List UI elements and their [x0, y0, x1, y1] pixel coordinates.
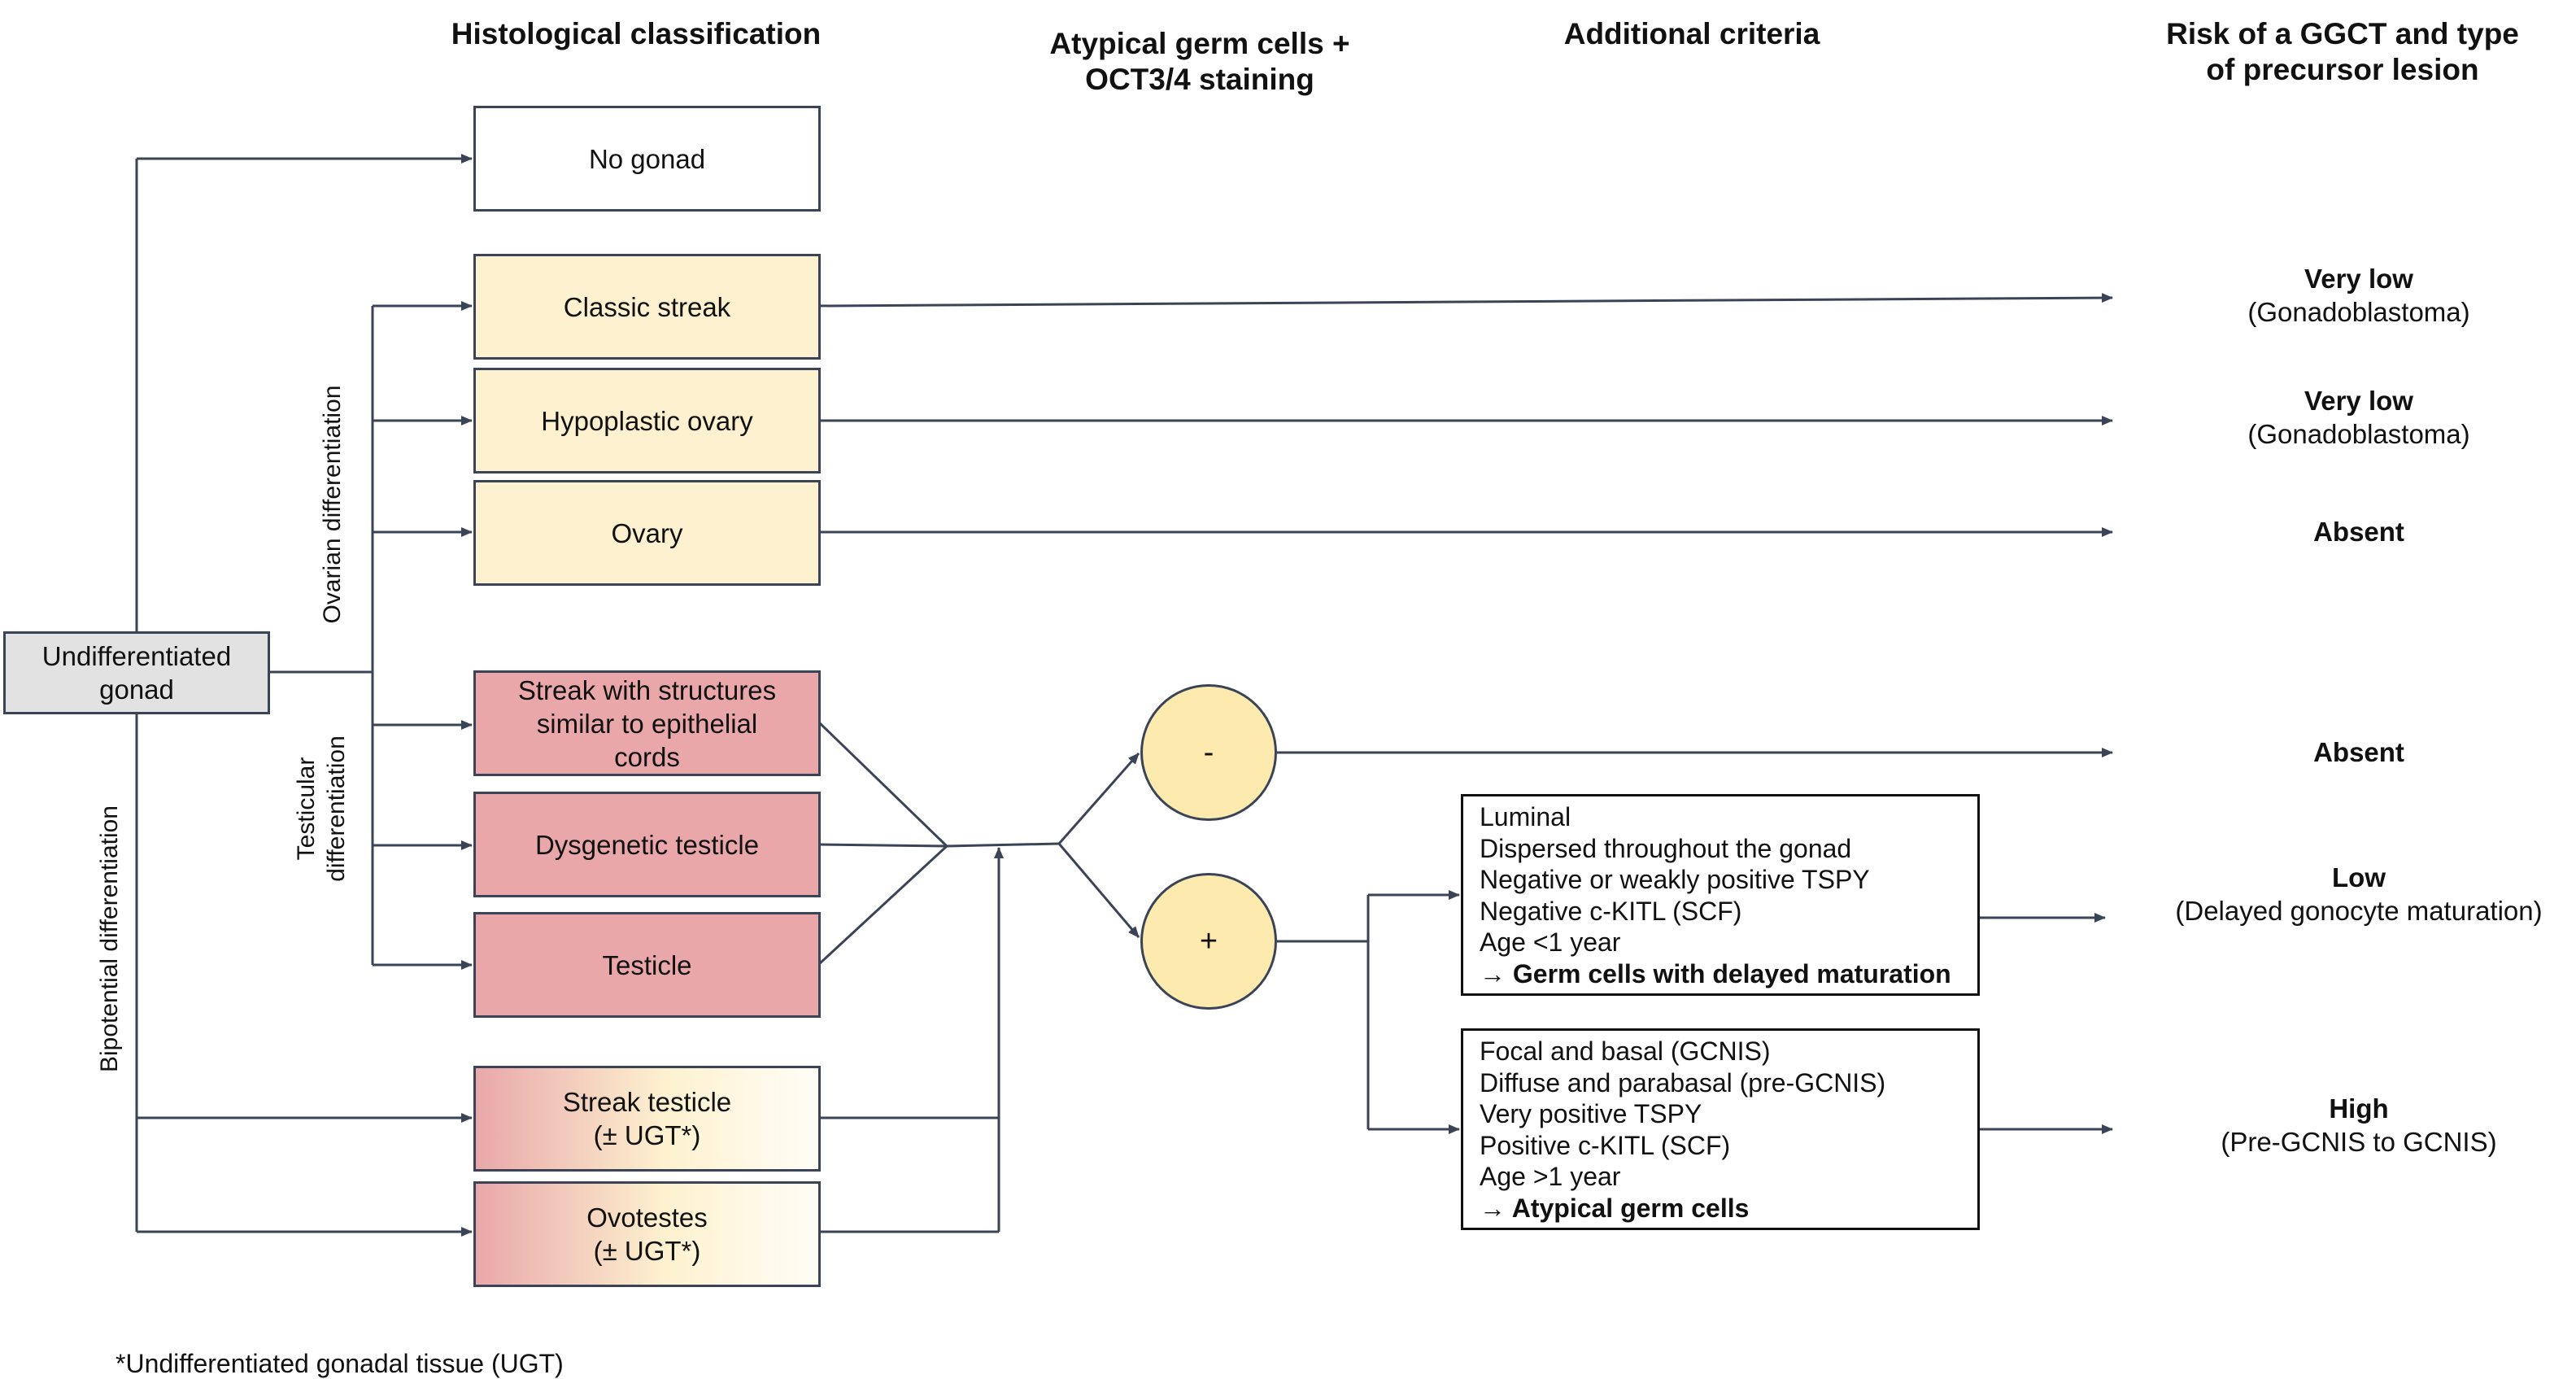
bipotential-label-text: Bipotential differentiation: [96, 805, 123, 1073]
ovotestes-line1: Ovotestes: [586, 1202, 708, 1233]
risk-detail: (Gonadoblastoma): [2247, 297, 2470, 327]
streak-testicle-line1: Streak testicle: [562, 1087, 732, 1117]
risk-hypoplastic-ovary: Very low (Gonadoblastoma): [2164, 384, 2554, 451]
criteria-high-line: Positive c-KITL (SCF): [1480, 1130, 1731, 1160]
criteria-low-line: Negative c-KITL (SCF): [1480, 896, 1742, 926]
streak-structures-line3: cords: [614, 741, 680, 772]
header-additional-text: Additional criteria: [1563, 17, 1820, 50]
risk-classic-streak: Very low (Gonadoblastoma): [2164, 262, 2554, 329]
testicle-text: Testicle: [602, 949, 692, 980]
testicular-label-line2: differentiation: [323, 735, 350, 882]
testicle-box: Testicle: [473, 912, 821, 1018]
criteria-low-line: Luminal: [1480, 802, 1571, 831]
header-atypical-line1: Atypical germ cells +: [1049, 27, 1350, 60]
criteria-high-line: Very positive TSPY: [1480, 1099, 1702, 1128]
criteria-low-line: Dispersed throughout the gonad: [1480, 833, 1852, 863]
risk-negative: Absent: [2164, 735, 2554, 769]
ovotestes-box: Ovotestes (± UGT*): [473, 1181, 821, 1287]
undifferentiated-gonad-box: Undifferentiated gonad: [3, 631, 270, 714]
criteria-high-box: Focal and basal (GCNIS) Diffuse and para…: [1461, 1028, 1980, 1230]
arrow-to-positive: [1057, 843, 1140, 938]
risk-level: Absent: [2313, 517, 2404, 547]
merge-to-split-line: [946, 842, 1060, 848]
criteria-low-box: Luminal Dispersed throughout the gonad N…: [1461, 794, 1980, 996]
criteria-high-conclusion: → Atypical germ cells: [1480, 1193, 1750, 1223]
streak-testicle-box: Streak testicle (± UGT*): [473, 1066, 821, 1172]
risk-detail: (Gonadoblastoma): [2247, 419, 2470, 449]
risk-ovary: Absent: [2164, 515, 2554, 548]
staining-positive-circle: +: [1140, 873, 1277, 1010]
staining-positive-text: +: [1199, 923, 1218, 958]
header-risk-line1: Risk of a GGCT and type: [2166, 17, 2519, 50]
criteria-high-line: Focal and basal (GCNIS): [1480, 1036, 1771, 1066]
risk-detail: (Delayed gonocyte maturation): [2175, 896, 2543, 926]
risk-level: Very low: [2304, 264, 2413, 294]
classic-streak-box: Classic streak: [473, 254, 821, 360]
risk-level: Low: [2332, 862, 2386, 892]
header-risk: Risk of a GGCT and type of precursor les…: [2115, 16, 2570, 88]
testicular-differentiation-label: Testicular differentiation: [291, 727, 351, 890]
streak-structures-box: Streak with structures similar to epithe…: [473, 670, 821, 776]
risk-level: Absent: [2313, 737, 2404, 767]
dysgenetic-testicle-box: Dysgenetic testicle: [473, 792, 821, 897]
merge-line-dysgenetic: [818, 843, 948, 848]
arrow-classic-to-risk: [818, 293, 2113, 308]
criteria-low-line: Negative or weakly positive TSPY: [1480, 865, 1870, 894]
streak-structures-line1: Streak with structures: [517, 674, 777, 705]
hypoplastic-ovary-box: Hypoplastic ovary: [473, 368, 821, 473]
no-gonad-box: No gonad: [473, 106, 821, 212]
header-histological: Histological classification: [445, 16, 827, 52]
merge-line-testicle: [817, 844, 948, 966]
header-atypical-line2: OCT3/4 staining: [1085, 63, 1314, 96]
staining-negative-text: -: [1203, 735, 1214, 770]
header-histological-text: Histological classification: [451, 17, 822, 50]
risk-high: High (Pre-GCNIS to GCNIS): [2164, 1092, 2554, 1159]
risk-level: Very low: [2304, 386, 2413, 416]
ovary-box: Ovary: [473, 480, 821, 586]
dysgenetic-testicle-text: Dysgenetic testicle: [534, 829, 760, 860]
criteria-high-line: Diffuse and parabasal (pre-GCNIS): [1480, 1067, 1886, 1098]
criteria-low-line: Age <1 year: [1480, 927, 1621, 957]
risk-low: Low (Delayed gonocyte maturation): [2147, 861, 2570, 927]
origin-line1: Undifferentiated: [41, 641, 232, 671]
origin-line2: gonad: [99, 674, 174, 705]
ovotestes-line2: (± UGT*): [593, 1236, 701, 1266]
staining-negative-circle: -: [1140, 684, 1277, 821]
merge-line-streak: [817, 721, 948, 848]
streak-structures-line2: similar to epithelial: [536, 708, 758, 739]
risk-detail: (Pre-GCNIS to GCNIS): [2221, 1127, 2497, 1157]
footnote: *Undifferentiated gonadal tissue (UGT): [116, 1349, 564, 1378]
testicular-label-line1: Testicular: [293, 757, 320, 861]
criteria-high-line: Age >1 year: [1480, 1162, 1621, 1191]
hypoplastic-ovary-text: Hypoplastic ovary: [541, 405, 753, 436]
header-additional: Additional criteria: [1497, 16, 1887, 52]
streak-testicle-line2: (± UGT*): [593, 1120, 701, 1150]
bipotential-differentiation-label: Bipotential differentiation: [94, 792, 124, 1085]
arrow-to-negative: [1057, 753, 1140, 844]
ovarian-differentiation-label: Ovarian differentiation: [317, 374, 347, 635]
header-risk-line2: of precursor lesion: [2206, 53, 2479, 86]
ovary-text: Ovary: [611, 517, 683, 548]
risk-level: High: [2329, 1093, 2389, 1124]
criteria-low-conclusion: → Germ cells with delayed maturation: [1480, 958, 1951, 988]
classic-streak-text: Classic streak: [563, 291, 731, 322]
no-gonad-text: No gonad: [588, 143, 706, 174]
ovarian-label-text: Ovarian differentiation: [319, 385, 346, 624]
header-atypical: Atypical germ cells + OCT3/4 staining: [1000, 26, 1399, 98]
